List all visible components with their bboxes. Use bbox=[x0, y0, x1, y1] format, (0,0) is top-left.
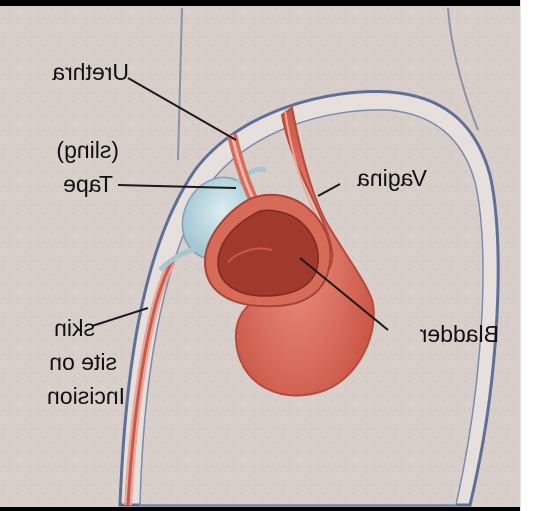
label-vagina: Vagina bbox=[357, 165, 427, 191]
right-margin bbox=[520, 0, 549, 511]
label-urethra: Urethra bbox=[52, 59, 129, 85]
frame-bottom-border bbox=[0, 507, 549, 511]
label-incision-line2: site on bbox=[49, 349, 117, 375]
frame-top-border bbox=[0, 0, 549, 6]
label-tape-sling-line1: Tape bbox=[63, 171, 113, 197]
label-tape-sling-line2: (sling) bbox=[56, 137, 119, 163]
label-bladder: Bladder bbox=[419, 321, 499, 347]
label-incision-line1: Incision bbox=[47, 383, 125, 409]
label-incision-line3: skin bbox=[54, 315, 95, 341]
